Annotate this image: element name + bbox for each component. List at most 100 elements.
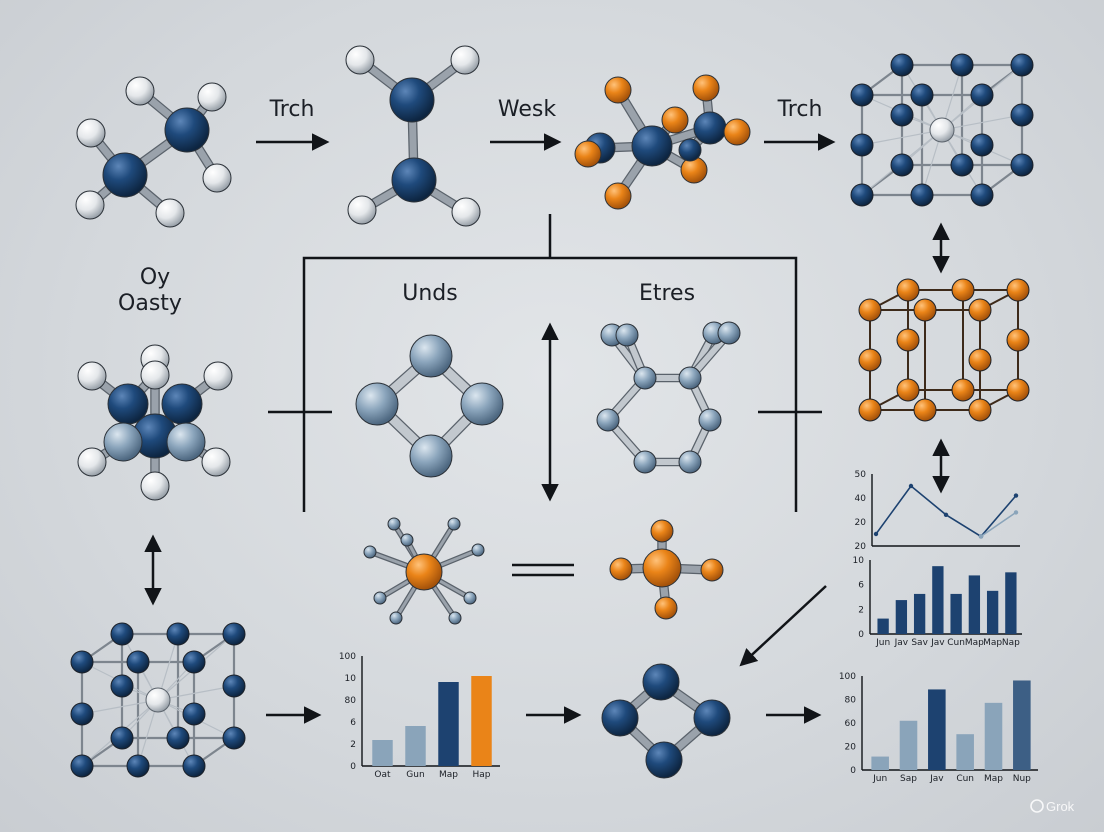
atom [951,154,973,176]
atom [897,379,919,401]
atom [575,141,601,167]
atom [76,191,104,219]
atom [167,423,205,461]
atom [616,324,638,346]
atom [634,451,656,473]
x-tick-label: Sap [900,774,917,784]
atom [111,727,133,749]
x-tick-label: Map [984,774,1003,784]
atom [693,75,719,101]
atom [78,448,106,476]
center-right-label: Etres [639,281,695,306]
atom [388,518,400,530]
atom [891,54,913,76]
atom [679,451,701,473]
atom [605,77,631,103]
y-tick-label: 20 [855,542,867,552]
y-tick-label: 100 [339,652,356,662]
atom [679,139,701,161]
bar [956,734,974,770]
bar [1005,572,1016,634]
atom [451,46,479,74]
x-tick-label: Map [439,770,458,780]
atom [646,742,682,778]
atom [141,361,169,389]
atom [127,651,149,673]
atom [891,104,913,126]
atom [162,384,202,424]
atom [472,544,484,556]
cage-bottom-left [71,623,245,777]
atom [167,623,189,645]
atom [390,78,434,122]
atom [911,184,933,206]
atom [406,554,442,590]
atom [401,534,413,546]
atom [951,54,973,76]
series-line [876,486,1016,536]
atom [146,688,170,712]
y-tick-label: 6 [858,581,864,591]
x-tick-label: Jun [872,774,887,784]
bar [900,721,918,770]
atom [602,700,638,736]
atom [694,700,730,736]
y-tick-label: 10 [345,674,357,684]
molecule-bottom-square [602,664,730,778]
diagonal-arrow [742,586,826,664]
atom [694,112,726,144]
y-tick-label: 10 [853,556,865,566]
x-tick-label: Sav [911,638,928,648]
atom [126,77,154,105]
atom [1011,154,1033,176]
bar [969,575,980,634]
atom [141,472,169,500]
atom [346,46,374,74]
atom [643,664,679,700]
atom [859,399,881,421]
left-label-line-1: Oy [140,265,170,290]
chart-4: 1008060200JunSapJavCunMapNup [839,672,1038,784]
atom [701,559,723,581]
molecule-center-hexagon [597,322,740,473]
atom [699,409,721,431]
atom [204,362,232,390]
atom [198,83,226,111]
atom [952,279,974,301]
atom [183,755,205,777]
atom [679,367,701,389]
atom [156,199,184,227]
atom [410,335,452,377]
atom [643,549,681,587]
x-tick-label: Cun [956,774,974,784]
atom [223,727,245,749]
center-left-label: Unds [402,281,457,306]
y-tick-label: 50 [855,470,867,480]
atom [634,367,656,389]
atom [464,592,476,604]
atom [103,153,147,197]
atom [971,84,993,106]
atom [969,399,991,421]
connectors [153,142,941,715]
x-tick-label: Jav [929,774,944,784]
atom [851,134,873,156]
atom [971,184,993,206]
atom [374,592,386,604]
arrow-label-2: Wesk [498,97,556,122]
atom [392,158,436,202]
bar [932,566,943,634]
atom [1011,104,1033,126]
series-point [874,532,878,536]
atom [952,379,974,401]
watermark-text: Grok [1046,799,1075,814]
x-tick-label: Cun [947,638,965,648]
atom [108,384,148,424]
atom [390,612,402,624]
atom [1011,54,1033,76]
y-tick-label: 2 [350,740,356,750]
atom [605,183,631,209]
